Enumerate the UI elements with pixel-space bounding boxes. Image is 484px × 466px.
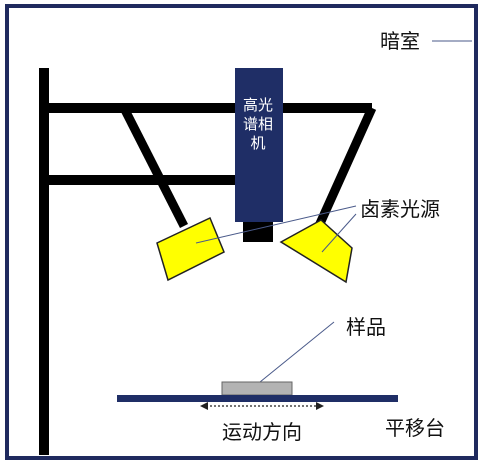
left-lamp-arm (119, 105, 189, 229)
lamp-leader-left (195, 205, 357, 244)
motion-label: 运动方向 (222, 420, 302, 444)
motion-arrow-left-head (200, 402, 208, 410)
sample-label: 样品 (346, 315, 386, 339)
darkroom-frame (5, 4, 478, 460)
motion-arrow-right-head (316, 402, 324, 410)
right-lamp-arm (313, 106, 377, 230)
sample-leader (259, 321, 335, 383)
light-source-label: 卤素光源 (360, 197, 440, 221)
left-lamp (156, 216, 225, 282)
sample (221, 381, 293, 396)
stage-label: 平移台 (385, 416, 445, 440)
camera-lens (243, 222, 273, 242)
right-lamp (279, 219, 353, 284)
translation-stage (117, 395, 398, 402)
darkroom-label: 暗室 (380, 29, 420, 53)
camera-body (235, 68, 283, 222)
lamp-leader-right (321, 213, 357, 253)
camera-label: 高光谱相机 (242, 96, 273, 152)
